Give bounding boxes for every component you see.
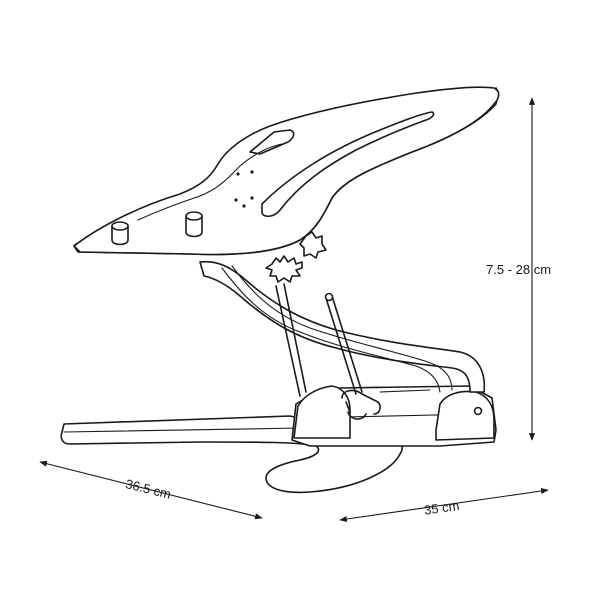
laptop-platform — [73, 86, 500, 256]
stand-base — [60, 385, 497, 494]
height-dimension: 7.5 - 28 cm — [486, 97, 551, 441]
depth-dimension-arrow — [39, 460, 263, 520]
width-dimension-arrow — [339, 487, 549, 523]
depth-dimension: 36.5 cm — [39, 460, 263, 520]
depth-dimension-label: 36.5 cm — [124, 476, 173, 502]
tilt-gear — [265, 231, 327, 283]
width-dimension: 35 cm — [339, 487, 549, 523]
width-dimension-label: 35 cm — [423, 498, 460, 518]
height-dimension-label: 7.5 - 28 cm — [486, 262, 551, 277]
support-arms — [199, 260, 486, 420]
